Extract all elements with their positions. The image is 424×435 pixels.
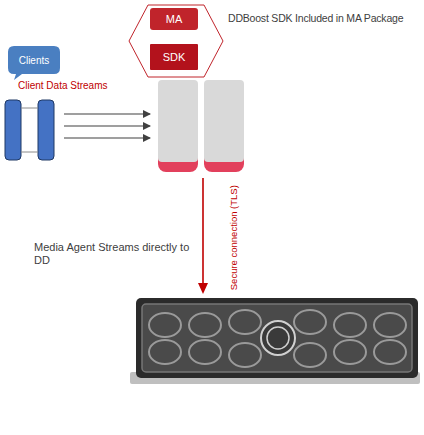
media-agent-servers xyxy=(158,80,244,172)
data-domain-appliance xyxy=(130,298,420,384)
node-text: SDK xyxy=(150,44,198,70)
hexagon-line xyxy=(129,5,223,77)
media-agent-box: MA xyxy=(150,8,198,30)
tls-label: Secure connection (TLS) xyxy=(227,185,238,290)
media-agent-note: Media Agent Streams directly to DD xyxy=(34,241,206,267)
clients-bubble: Clients xyxy=(8,46,60,74)
sdk-package-hexagon: DDBoost SDK Included in MA PackageMASDK xyxy=(128,4,224,78)
client-devices xyxy=(5,100,54,160)
sdk-box: SDK xyxy=(150,44,198,70)
stream-label: Client Data Streams xyxy=(18,80,138,92)
bubble-fill xyxy=(8,46,60,80)
arrow-head xyxy=(198,283,208,294)
node-text: MA xyxy=(150,8,198,30)
package-note: DDBoost SDK Included in MA Package xyxy=(228,12,406,25)
secure-arrow xyxy=(202,178,204,284)
node-text: Clients xyxy=(8,46,60,74)
stream-arrows xyxy=(64,114,150,138)
